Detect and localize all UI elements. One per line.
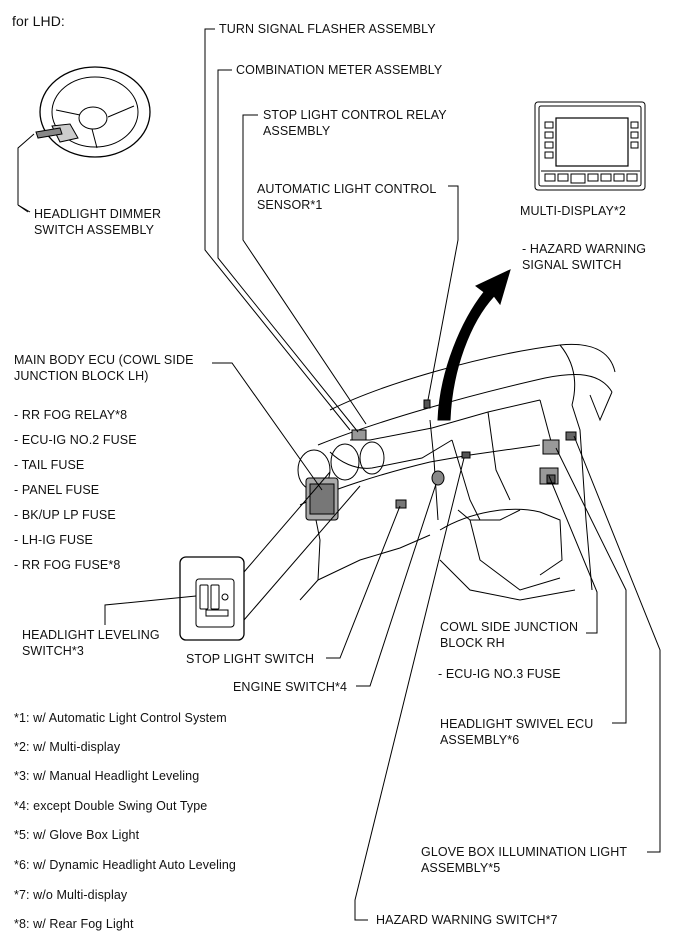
footnote: *3: w/ Manual Headlight Leveling xyxy=(14,769,200,783)
label-main-body-ecu: MAIN BODY ECU (COWL SIDE JUNCTION BLOCK … xyxy=(14,353,194,383)
curved-arrow-icon xyxy=(437,269,511,421)
label-cowl-side-rh: COWL SIDE JUNCTION BLOCK RH xyxy=(440,620,579,650)
label-turn-signal-flasher: TURN SIGNAL FLASHER ASSEMBLY xyxy=(219,22,436,36)
label-headlight-swivel: HEADLIGHT SWIVEL ECU ASSEMBLY*6 xyxy=(440,717,594,747)
leader-lines xyxy=(17,28,661,921)
header-title: for LHD: xyxy=(12,13,65,29)
ecu-item: - ECU-IG NO.2 FUSE xyxy=(14,433,137,447)
footnote: *8: w/ Rear Fog Light xyxy=(14,917,134,931)
ecu-item: - BK/UP LP FUSE xyxy=(14,508,116,522)
label-multi-display: MULTI-DISPLAY*2 xyxy=(520,204,626,218)
footnote: *1: w/ Automatic Light Control System xyxy=(14,711,227,725)
label-engine-switch: ENGINE SWITCH*4 xyxy=(233,680,348,694)
label-headlight-leveling: HEADLIGHT LEVELING SWITCH*3 xyxy=(22,628,160,658)
label-auto-light-sensor: AUTOMATIC LIGHT CONTROL SENSOR*1 xyxy=(257,182,437,212)
label-ecu-ig3-fuse: - ECU-IG NO.3 FUSE xyxy=(438,667,561,681)
label-headlight-dimmer: HEADLIGHT DIMMER SWITCH ASSEMBLY xyxy=(34,207,162,237)
steering-wheel-illustration xyxy=(17,66,151,213)
label-combination-meter: COMBINATION METER ASSEMBLY xyxy=(236,63,443,77)
label-glove-box-light: GLOVE BOX ILLUMINATION LIGHT ASSEMBLY*5 xyxy=(421,845,628,875)
label-stop-light-relay: STOP LIGHT CONTROL RELAY ASSEMBLY xyxy=(263,108,447,138)
ecu-item: - RR FOG RELAY*8 xyxy=(14,408,128,422)
label-hazard-warning-switch: HAZARD WARNING SWITCH*7 xyxy=(376,913,558,927)
label-hazard-signal-switch: - HAZARD WARNING SIGNAL SWITCH xyxy=(522,242,647,272)
ecu-item: - LH-IG FUSE xyxy=(14,533,93,547)
ecu-item: - TAIL FUSE xyxy=(14,458,85,472)
footnote: *4: except Double Swing Out Type xyxy=(14,799,208,813)
footnote: *5: w/ Glove Box Light xyxy=(14,828,140,842)
footnote: *6: w/ Dynamic Headlight Auto Leveling xyxy=(14,858,236,872)
headlight-leveling-switch-illustration xyxy=(179,556,245,641)
footnote: *7: w/o Multi-display xyxy=(14,888,128,902)
ecu-item: - RR FOG FUSE*8 xyxy=(14,558,121,572)
footnote: *2: w/ Multi-display xyxy=(14,740,121,754)
label-stop-light-switch: STOP LIGHT SWITCH xyxy=(186,652,315,666)
ecu-item: - PANEL FUSE xyxy=(14,483,100,497)
multi-display-illustration xyxy=(534,101,646,191)
dashboard-illustration xyxy=(297,343,616,601)
